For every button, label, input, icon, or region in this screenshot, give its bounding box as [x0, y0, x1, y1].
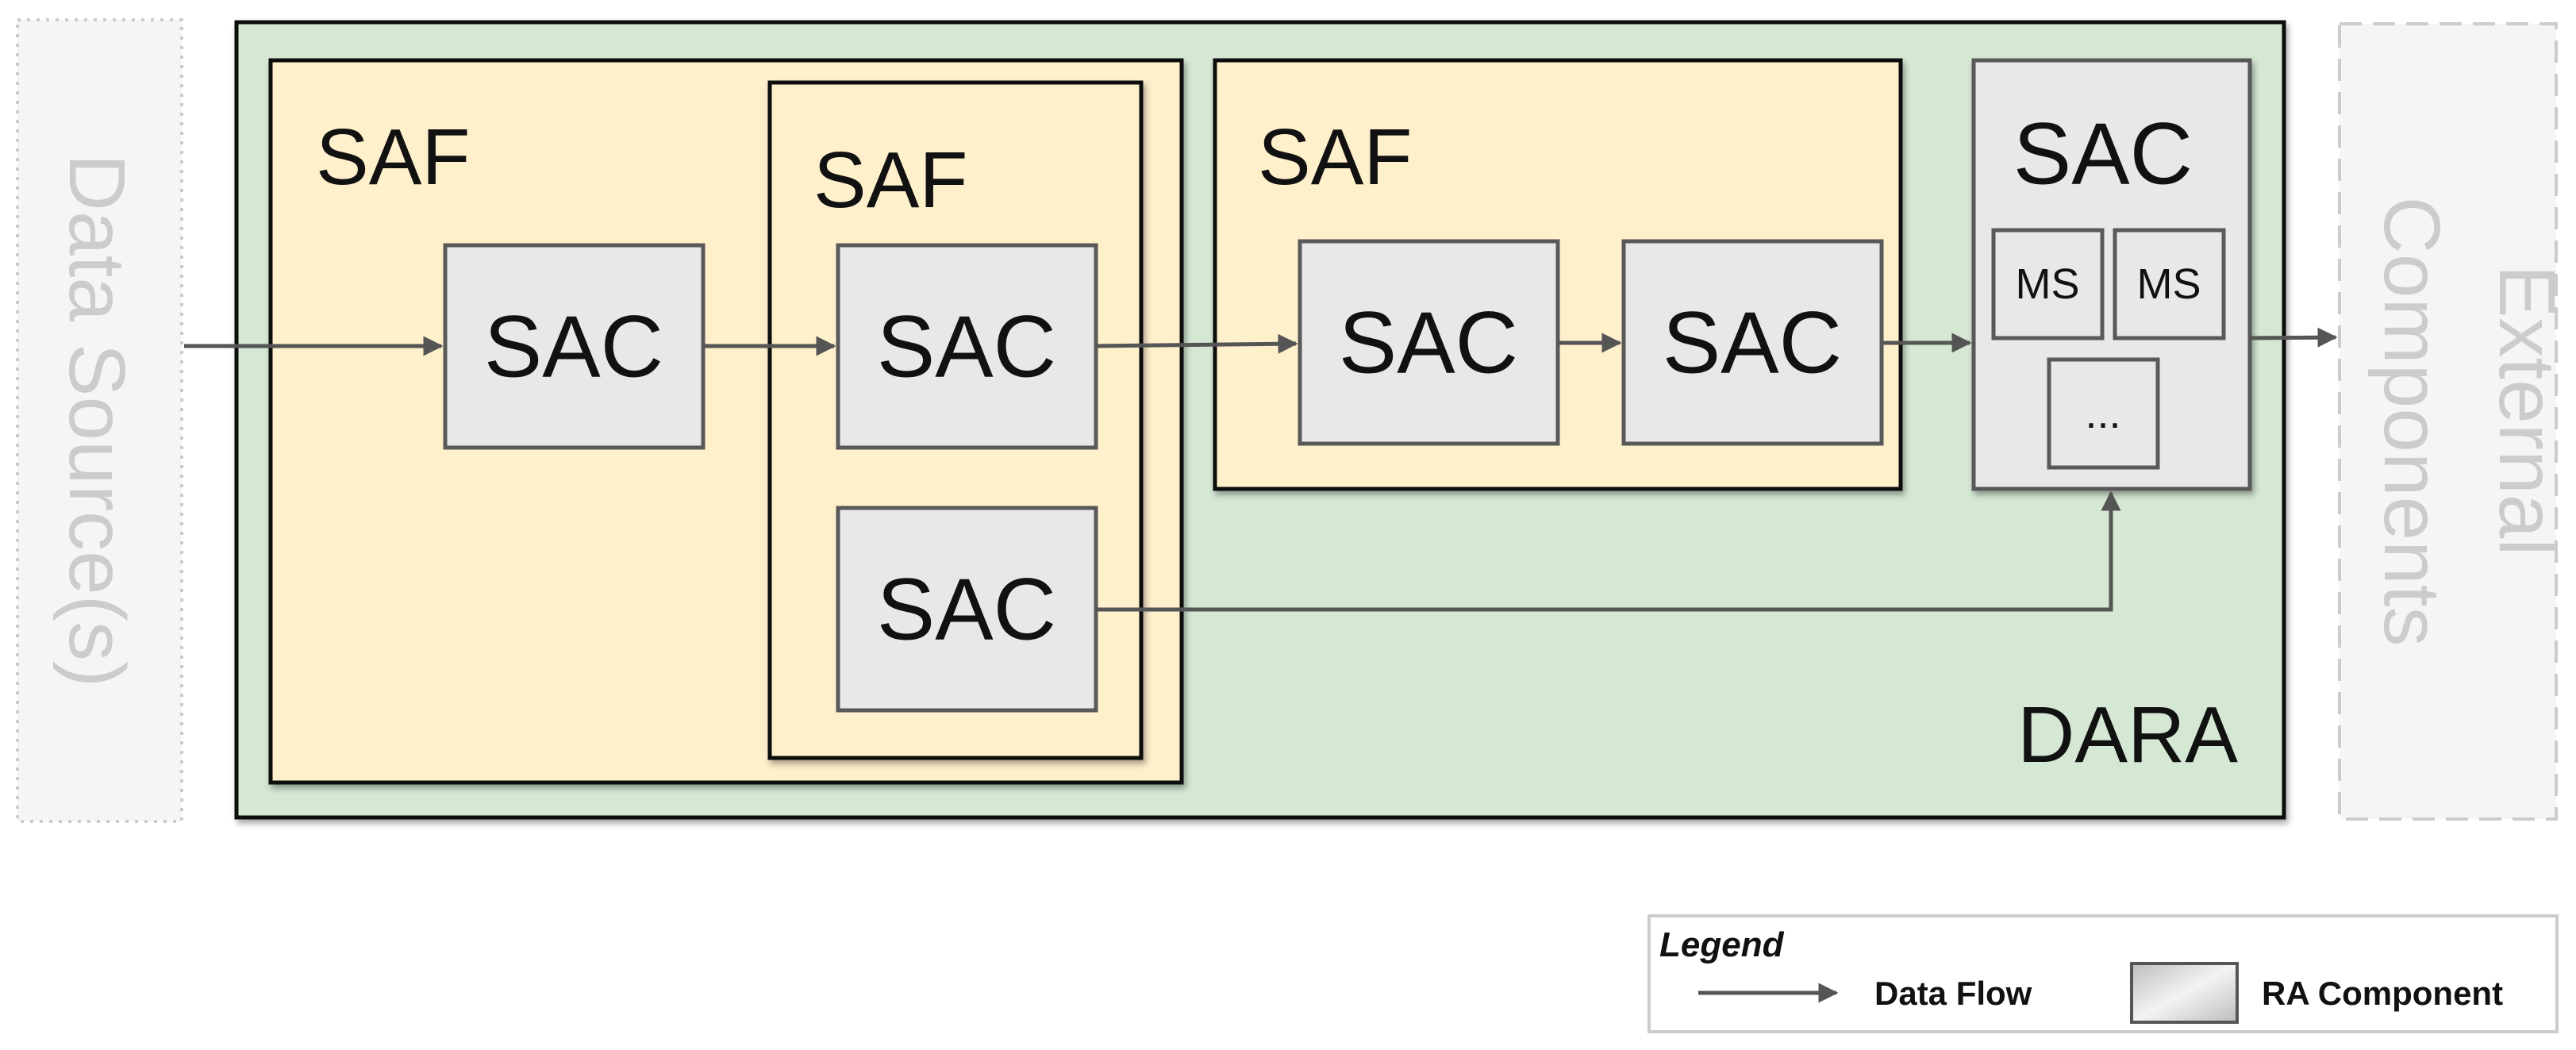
sac-2: SAC — [836, 243, 1098, 450]
ms-box-more: ... — [2047, 357, 2160, 470]
sac-2-label: SAC — [877, 298, 1056, 396]
data-source-box: Data Source(s) — [16, 18, 183, 823]
external-components-line-1: External — [2482, 265, 2571, 556]
sac-5: SAC — [1621, 239, 1884, 446]
data-source-label: Data Source(s) — [52, 154, 141, 687]
legend-ra-component-swatch — [2130, 962, 2239, 1024]
ms-2-label: MS — [2137, 260, 2201, 308]
external-components-label: External Components — [2367, 197, 2571, 647]
sac-microservices: SAC MS MS ... — [1971, 58, 2252, 491]
sac-1-label: SAC — [484, 298, 663, 396]
legend-ra-component-label: RA Component — [2262, 975, 2503, 1012]
sac-3-label: SAC — [877, 561, 1056, 659]
legend: Legend Data Flow RA Component — [1647, 914, 2559, 1033]
ms-box-2: MS — [2113, 228, 2226, 340]
legend-title: Legend — [1659, 925, 1785, 964]
ms-box-1: MS — [1991, 228, 2105, 340]
sac-4-label: SAC — [1339, 294, 1518, 392]
external-components-box: External Components — [2338, 22, 2571, 821]
dara-label: DARA — [2017, 690, 2238, 779]
ms-1-label: MS — [2016, 260, 2080, 308]
sac-1: SAC — [443, 243, 706, 450]
saf-outer-label: SAF — [316, 113, 470, 202]
saf-right-label: SAF — [1258, 113, 1412, 202]
legend-data-flow-label: Data Flow — [1874, 975, 2032, 1012]
saf-inner-label: SAF — [813, 136, 967, 225]
arrow-sac-3-to-sac-microservices — [1096, 490, 2121, 612]
sac-microservices-label: SAC — [2013, 106, 2193, 203]
sac-5-label: SAC — [1663, 294, 1842, 392]
sac-3: SAC — [836, 506, 1098, 713]
ms-more-label: ... — [2085, 390, 2120, 437]
arrow-sac-2-to-sac-4 — [1095, 333, 1298, 354]
external-components-line-2: Components — [2367, 197, 2456, 647]
data-flow-arrows — [184, 327, 2338, 612]
arrow-to-external — [2249, 327, 2338, 348]
sac-4: SAC — [1298, 239, 1560, 446]
